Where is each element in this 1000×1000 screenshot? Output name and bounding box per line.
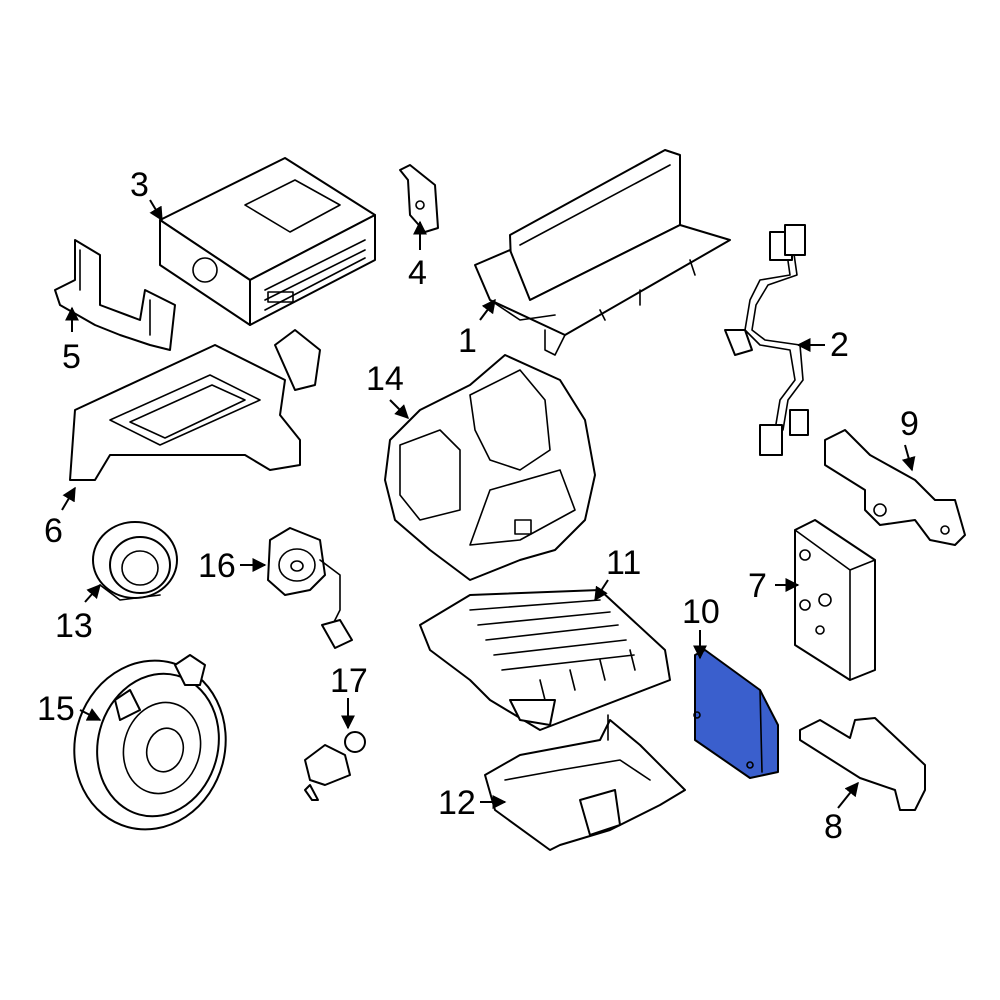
part-12-base[interactable] — [484, 714, 686, 851]
leader-lines — [61, 199, 916, 809]
part-6-tray[interactable] — [69, 329, 321, 481]
callout-9: 9 — [900, 405, 919, 443]
part-1-display[interactable] — [474, 149, 731, 356]
callout-8: 8 — [824, 808, 843, 846]
part-9-bracket[interactable] — [824, 429, 966, 546]
part-7-module[interactable] — [794, 519, 876, 681]
part-8-bracket[interactable] — [799, 717, 926, 811]
callout-17: 17 — [330, 662, 368, 700]
part-17-sensor[interactable] — [304, 731, 366, 801]
callout-2: 2 — [830, 326, 849, 364]
part-13-speaker-ring[interactable] — [92, 521, 178, 601]
part-15-speaker[interactable] — [56, 643, 245, 846]
part-14-hvac-assembly[interactable] — [384, 354, 596, 581]
part-5-bracket[interactable] — [54, 239, 176, 351]
callout-labels: 1 2 3 4 5 6 7 8 9 10 11 12 13 14 15 16 1… — [37, 166, 919, 846]
callout-11: 11 — [606, 544, 641, 582]
part-11-ecu[interactable] — [419, 589, 671, 731]
part-4-bracket[interactable] — [399, 164, 439, 233]
callout-1: 1 — [458, 322, 477, 360]
callout-14: 14 — [366, 360, 404, 398]
callout-13: 13 — [55, 607, 93, 645]
part-10-module-highlighted[interactable] — [693, 649, 779, 779]
callout-6: 6 — [44, 512, 63, 550]
callout-12: 12 — [438, 784, 476, 822]
part-2-harness[interactable] — [724, 224, 809, 456]
callout-3: 3 — [130, 166, 149, 204]
callout-15: 15 — [37, 690, 75, 728]
part-3-receiver[interactable] — [159, 157, 376, 326]
part-16-tweeter[interactable] — [267, 527, 353, 649]
callout-16: 16 — [198, 547, 236, 585]
callout-10: 10 — [682, 593, 720, 631]
callout-5: 5 — [62, 338, 81, 376]
callout-4: 4 — [408, 254, 427, 292]
callout-7: 7 — [748, 567, 767, 605]
